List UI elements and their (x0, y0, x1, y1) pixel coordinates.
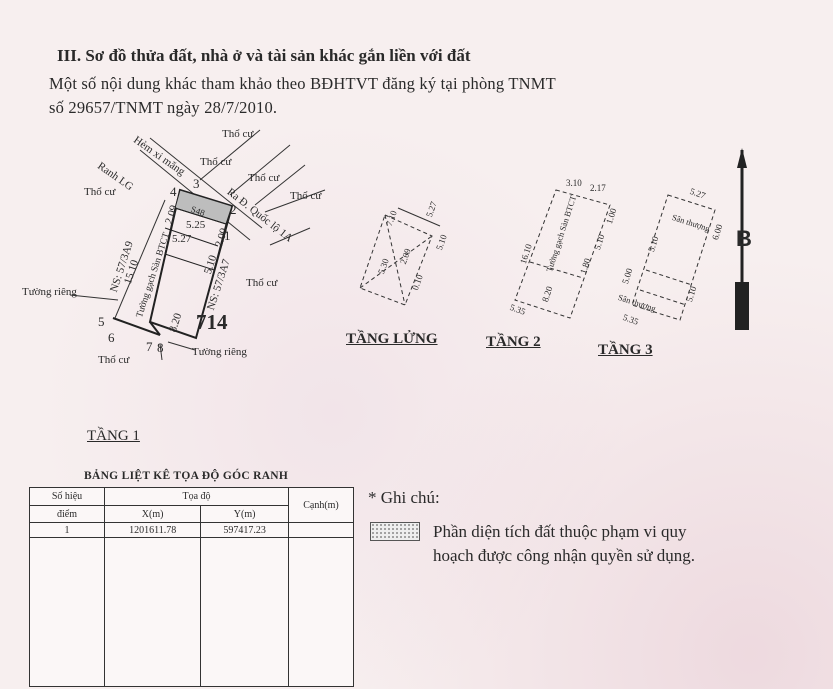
floor-title-1: TẦNG 1 (87, 428, 140, 444)
table-row: 1 1201611.78 597417.23 (29, 522, 354, 538)
north-arrow-icon (735, 148, 749, 330)
legend-swatch (370, 522, 420, 541)
header-diem: điểm (29, 504, 105, 524)
point-8: 8 (157, 340, 164, 355)
legend-text: Phần diện tích đất thuộc phạm vi quy hoạ… (433, 520, 695, 568)
mezzanine-plan (359, 207, 441, 306)
label-tho-cu-1: Thổ cư (222, 128, 254, 140)
label-private-wall-bottom: Tường riêng (192, 346, 247, 358)
legend-line1: Phần diện tích đất thuộc phạm vi quy (433, 522, 687, 541)
point-6: 6 (108, 330, 115, 345)
header-so-hieu: Số hiệu (29, 487, 105, 506)
label-tho-cu-6: Thổ cư (246, 277, 278, 289)
header-canh: Cạnh(m) (288, 486, 354, 524)
reference-note-line1: Một số nội dung khác tham khảo theo BĐHT… (49, 74, 556, 93)
coord-table: Số hiệu Tọa độ Cạnh(m) điểm X(m) Y(m) 1 … (29, 486, 354, 688)
reference-note-line2: số 29657/TNMT ngày 28/7/2010. (49, 98, 278, 117)
floor-title-2: TẦNG 2 (486, 334, 541, 350)
cell-edge (288, 522, 354, 538)
dim-5-27: 5.27 (172, 233, 192, 245)
compass-letter: B (736, 226, 752, 251)
header-x: X(m) (103, 504, 202, 524)
cell-y: 597417.23 (200, 522, 289, 538)
point-4: 4 (170, 184, 177, 199)
cell-x: 1201611.78 (103, 522, 202, 538)
point-3: 3 (193, 176, 200, 191)
floor-title-3: TẦNG 3 (598, 342, 653, 358)
point-2: 2 (230, 202, 237, 217)
floor-title-mezzanine: TẦNG LỬNG (346, 331, 438, 347)
label-private-wall-left: Tường riêng (22, 286, 77, 298)
cell-point: 1 (29, 522, 105, 538)
point-7: 7 (146, 339, 153, 354)
section-heading: III. Sơ đồ thửa đất, nhà ở và tài sản kh… (57, 46, 471, 65)
label-tho-cu-4: Thổ cư (290, 190, 322, 202)
dim-5-25: 5.25 (186, 219, 206, 231)
label-tho-cu-3: Thổ cư (248, 172, 280, 184)
label-tho-cu-2: Thổ cư (200, 156, 232, 168)
label-tho-cu-7: Thổ cư (98, 354, 130, 366)
header-y: Y(m) (200, 504, 289, 524)
t2-dim-1: 3.10 (566, 178, 582, 188)
label-tho-cu-5: Thổ cư (84, 186, 116, 198)
coord-table-title: BẢNG LIỆT KÊ TỌA ĐỘ GÓC RANH (84, 470, 289, 482)
point-5: 5 (98, 314, 105, 329)
floor2-plan (514, 189, 611, 319)
legend-heading: * Ghi chú: (368, 488, 440, 507)
t2-dim-2: 2.17 (590, 183, 606, 193)
legend-line2: hoạch được công nhận quyền sử dụng. (433, 546, 696, 565)
point-1: 1 (224, 228, 231, 243)
header-toa-do: Tọa độ (104, 487, 289, 506)
parcel-number: 714 (196, 310, 228, 334)
floor3-plan (631, 194, 716, 321)
